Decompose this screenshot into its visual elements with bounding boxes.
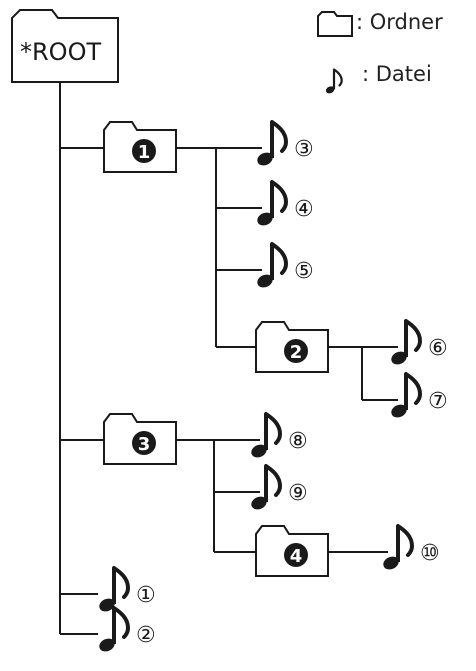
folder-number-badge [132,431,156,455]
root-label: *ROOT [20,38,101,66]
folder-number-badge [284,339,308,363]
legend-file-label: : Datei [362,62,432,86]
music-note-icon [253,242,288,292]
music-note-icon [95,606,130,656]
file-number: ③ [294,137,314,162]
file-node-4: ④ [253,180,314,230]
music-note-icon [247,464,282,514]
folder-node-2: 2 [255,321,329,373]
music-note-icon [253,120,288,170]
music-note-icon [253,180,288,230]
music-note-icon [387,319,422,369]
file-node-1: ① [95,566,156,616]
file-node-7: ⑦ [387,372,448,422]
file-node-9: ⑨ [247,464,308,514]
legend-note-icon [323,68,343,96]
file-number: ⑧ [288,429,308,454]
music-note-icon [379,524,414,574]
folder-node-1: 1 [103,121,177,173]
file-number: ⑦ [428,389,448,414]
tree-lines [59,82,398,635]
file-node-2: ② [95,606,156,656]
file-node-10: ⑩ [379,524,440,574]
file-number: ⑥ [428,336,448,361]
folder-number: 2 [290,342,303,363]
music-note-icon [387,372,422,422]
legend-folder-label: : Ordner [356,10,443,34]
folder-node-3: 3 [103,413,177,465]
folder-number-badge [132,139,156,163]
file-node-6: ⑥ [387,319,448,369]
folder-number-badge [284,543,308,567]
folder-number: 4 [290,546,303,567]
file-number: ⑩ [420,541,440,566]
file-number: ④ [294,197,314,222]
file-node-8: ⑧ [247,412,308,462]
file-number: ⑨ [288,481,308,506]
root-folder-icon [11,9,119,83]
file-number: ① [136,583,156,608]
file-number: ② [136,623,156,648]
folder-number: 3 [138,434,151,455]
root-folder: *ROOT [11,9,119,83]
file-number: ⑤ [294,259,314,284]
file-node-3: ③ [253,120,314,170]
folder-node-4: 4 [255,525,329,577]
music-note-icon [247,412,282,462]
legend-folder-icon [317,11,353,37]
folder-number: 1 [138,142,151,163]
file-node-5: ⑤ [253,242,314,292]
